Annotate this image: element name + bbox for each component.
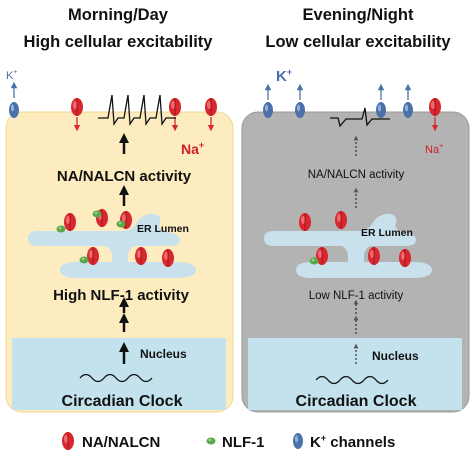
day-clock-wave [79,373,153,383]
day-er-nlf1-3-icon [116,220,126,228]
night-clock-label: Circadian Clock [296,393,417,410]
night-nalcn-channel-icon [428,97,442,117]
night-spike-trace [330,107,390,128]
day-k-channel-icon [9,102,19,118]
day-spike-train [98,94,176,126]
night-er-nalcn-4-icon [367,246,381,266]
night-activity-label: NA/NALCN activity [308,169,405,181]
day-heading: Morning/Day [68,6,169,24]
night-clock-wave [315,375,389,385]
day-er-nlf1-1-icon [56,225,66,233]
night-er-nalcn-5-icon [398,248,412,268]
night-k-channel-3-icon [376,102,386,118]
night-nucleus [248,338,462,410]
day-er-nalcn-6-icon [161,248,175,268]
day-nalcn-channel-1-icon [70,97,84,117]
legend-k-channel-icon [293,433,303,449]
night-nucleus-label: Nucleus [372,349,419,363]
night-k-label: K+ [276,67,292,85]
day-nucleus-label: Nucleus [140,347,187,361]
day-activity-label: NA/NALCN activity [57,168,192,185]
day-er-lumen [28,213,196,278]
day-er-label: ER Lumen [137,223,189,235]
day-nlf-label: High NLF-1 activity [53,287,190,304]
day-er-nalcn-4-icon [86,246,100,266]
night-k-channel-4-icon [403,102,413,118]
night-er-nalcn-1-icon [298,212,312,232]
day-er-nlf1-4-icon [79,256,89,264]
night-er-lumen [264,213,432,278]
legend-k-label: K+ channels [310,433,395,451]
day-na-label: Na+ [181,140,204,157]
night-er-nalcn-2-icon [334,210,348,230]
day-subheading: High cellular excitability [24,33,214,51]
night-nlf-label: Low NLF-1 activity [309,290,404,302]
day-k-label: K+ [6,69,17,82]
night-na-label: Na+ [425,143,443,156]
night-er-nlf1-icon [309,257,319,265]
night-subheading: Low cellular excitability [265,33,451,51]
legend-nlf1-icon [206,437,216,445]
night-er-label: ER Lumen [361,227,413,239]
night-heading: Evening/Night [303,6,414,24]
day-nalcn-channel-2-icon [168,97,182,117]
day-clock-label: Circadian Clock [62,393,183,410]
legend-nlf1-label: NLF-1 [222,434,265,451]
day-er-nalcn-5-icon [134,246,148,266]
day-er-nlf1-2-icon [92,210,102,218]
legend-nalcn-icon [61,431,75,451]
legend-nalcn-label: NA/NALCN [82,434,160,451]
legend: NA/NALCN NLF-1 K+ channels [61,431,395,451]
night-k-channel-2-icon [295,102,305,118]
day-nalcn-channel-3-icon [204,97,218,117]
day-er-nalcn-1-icon [63,212,77,232]
night-k-channel-1-icon [263,102,273,118]
